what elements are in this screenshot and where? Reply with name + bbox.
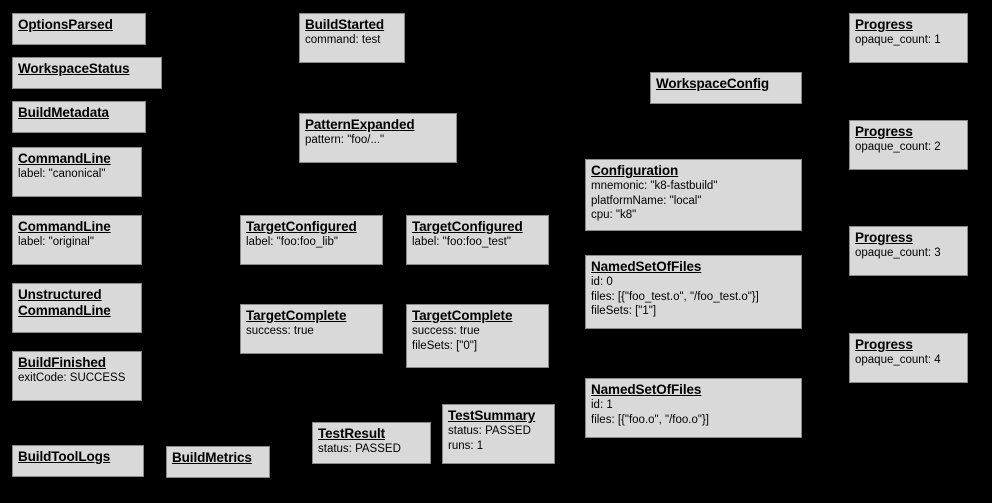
event-node-title: BuildStarted — [305, 17, 385, 32]
event-node-field: cpu: "k8" — [591, 209, 637, 221]
event-node-command-line-canonical[interactable]: CommandLine label: "canonical" — [12, 147, 142, 197]
event-node-pattern-expanded[interactable]: PatternExpanded pattern: "foo/..." — [299, 113, 457, 163]
event-node-field: id: 0 — [591, 276, 613, 288]
event-node-field: label: "foo:foo_lib" — [246, 236, 338, 248]
event-node-title: TestSummary — [448, 408, 536, 423]
event-node-field: mnemonic: "k8-fastbuild" — [591, 180, 718, 192]
event-node-title: TargetConfigured — [246, 219, 357, 234]
event-node-progress-3[interactable]: Progress opaque_count: 3 — [849, 226, 968, 276]
event-node-fields: success: true — [246, 324, 377, 339]
event-node-fields: label: "canonical" — [18, 167, 136, 182]
event-node-field: pattern: "foo/..." — [305, 134, 385, 146]
event-node-progress-4[interactable]: Progress opaque_count: 4 — [849, 333, 968, 383]
event-node-field: fileSets: ["0"] — [412, 339, 478, 352]
event-node-options-parsed[interactable]: OptionsParsed — [12, 13, 146, 45]
event-node-title: Unstructured CommandLine — [18, 287, 111, 318]
event-node-field: label: "foo:foo_test" — [412, 236, 511, 248]
event-node-field: id: 1 — [591, 399, 613, 411]
event-node-title: BuildToolLogs — [18, 449, 111, 464]
event-node-progress-2[interactable]: Progress opaque_count: 2 — [849, 120, 968, 170]
event-node-fields: success: true fileSets: ["0"] — [412, 324, 543, 353]
event-node-workspace-status[interactable]: WorkspaceStatus — [12, 57, 162, 89]
event-node-title: OptionsParsed — [18, 17, 113, 32]
event-node-field: label: "original" — [18, 236, 94, 248]
event-node-title: Progress — [855, 17, 913, 32]
event-node-title: PatternExpanded — [305, 117, 415, 132]
event-node-field: opaque_count: 4 — [855, 354, 941, 366]
event-node-fields: id: 1 files: [{"foo.o", "/foo.o"}] — [591, 398, 796, 427]
event-node-title: Progress — [855, 337, 913, 352]
event-node-field: success: true — [246, 325, 314, 337]
event-node-title: Progress — [855, 124, 913, 139]
event-node-field: platformName: "local" — [591, 194, 702, 207]
event-node-target-configured-foo-test[interactable]: TargetConfigured label: "foo:foo_test" — [406, 215, 549, 265]
event-node-field: exitCode: SUCCESS — [18, 372, 126, 384]
event-node-command-line-original[interactable]: CommandLine label: "original" — [12, 215, 142, 265]
event-node-test-summary[interactable]: TestSummary status: PASSED runs: 1 — [442, 404, 555, 464]
event-node-named-set-of-files-0[interactable]: NamedSetOfFiles id: 0 files: [{"foo_test.o… — [585, 255, 802, 329]
event-node-fields: mnemonic: "k8-fastbuild" platformName: "l… — [591, 179, 796, 223]
event-node-build-tool-logs[interactable]: BuildToolLogs — [12, 445, 144, 477]
event-node-fields: opaque_count: 3 — [855, 246, 962, 261]
event-node-progress-1[interactable]: Progress opaque_count: 1 — [849, 13, 968, 63]
event-node-workspace-config[interactable]: WorkspaceConfig — [650, 72, 802, 104]
event-node-field: fileSets: ["1"] — [591, 305, 657, 317]
event-node-target-complete-foo-lib[interactable]: TargetComplete success: true — [240, 304, 383, 354]
event-node-title: CommandLine — [18, 151, 111, 166]
event-node-fields: status: PASSED — [318, 442, 425, 457]
event-node-field: files: [{"foo_test.o", "/foo_test.o"}] — [591, 290, 759, 303]
event-node-field: command: test — [305, 34, 381, 46]
event-node-field: runs: 1 — [448, 439, 484, 452]
event-node-title: Progress — [855, 230, 913, 245]
event-node-title: TargetComplete — [246, 308, 347, 323]
event-node-title: TestResult — [318, 426, 386, 441]
event-node-configuration[interactable]: Configuration mnemonic: "k8-fastbuild" pla… — [585, 159, 802, 231]
event-node-fields: exitCode: SUCCESS — [18, 371, 136, 386]
event-node-build-finished[interactable]: BuildFinished exitCode: SUCCESS — [12, 351, 142, 401]
event-node-field: opaque_count: 3 — [855, 247, 941, 259]
event-node-field: status: PASSED — [448, 425, 531, 437]
event-node-title: WorkspaceConfig — [656, 76, 770, 91]
event-node-title: TargetConfigured — [412, 219, 523, 234]
event-node-fields: label: "original" — [18, 235, 136, 250]
event-node-build-metadata[interactable]: BuildMetadata — [12, 101, 146, 133]
event-node-build-started[interactable]: BuildStarted command: test — [299, 13, 405, 63]
event-node-title: Configuration — [591, 163, 679, 178]
event-node-title: BuildFinished — [18, 355, 106, 370]
event-node-fields: opaque_count: 2 — [855, 140, 962, 155]
event-node-named-set-of-files-1[interactable]: NamedSetOfFiles id: 1 files: [{"foo.o", "/… — [585, 378, 802, 438]
event-node-title: NamedSetOfFiles — [591, 382, 702, 397]
event-node-target-configured-foo-lib[interactable]: TargetConfigured label: "foo:foo_lib" — [240, 215, 383, 265]
event-node-field: opaque_count: 1 — [855, 34, 941, 46]
event-node-field: opaque_count: 2 — [855, 141, 941, 153]
event-node-field: files: [{"foo.o", "/foo.o"}] — [591, 413, 709, 426]
event-node-unstructured-command-line[interactable]: Unstructured CommandLine — [12, 283, 142, 333]
event-node-field: status: PASSED — [318, 443, 401, 455]
event-node-fields: id: 0 files: [{"foo_test.o", "/foo_test.o… — [591, 275, 796, 319]
event-node-title: CommandLine — [18, 219, 111, 234]
event-node-field: success: true — [412, 325, 480, 337]
event-node-title: BuildMetadata — [18, 105, 109, 120]
event-node-fields: opaque_count: 1 — [855, 33, 962, 48]
event-node-field: label: "canonical" — [18, 168, 106, 180]
event-node-title: NamedSetOfFiles — [591, 259, 702, 274]
event-node-build-metrics[interactable]: BuildMetrics — [166, 446, 270, 478]
event-node-fields: status: PASSED runs: 1 — [448, 424, 549, 453]
event-node-test-result[interactable]: TestResult status: PASSED — [312, 422, 431, 464]
event-node-fields: command: test — [305, 33, 399, 48]
event-node-fields: opaque_count: 4 — [855, 353, 962, 368]
event-node-title: WorkspaceStatus — [18, 61, 130, 76]
event-node-target-complete-foo-test[interactable]: TargetComplete success: true fileSets: ["0… — [406, 304, 549, 368]
event-node-title: BuildMetrics — [172, 450, 252, 465]
event-node-fields: pattern: "foo/..." — [305, 133, 451, 148]
event-node-fields: label: "foo:foo_lib" — [246, 235, 377, 250]
event-node-fields: label: "foo:foo_test" — [412, 235, 543, 250]
event-node-title: TargetComplete — [412, 308, 513, 323]
